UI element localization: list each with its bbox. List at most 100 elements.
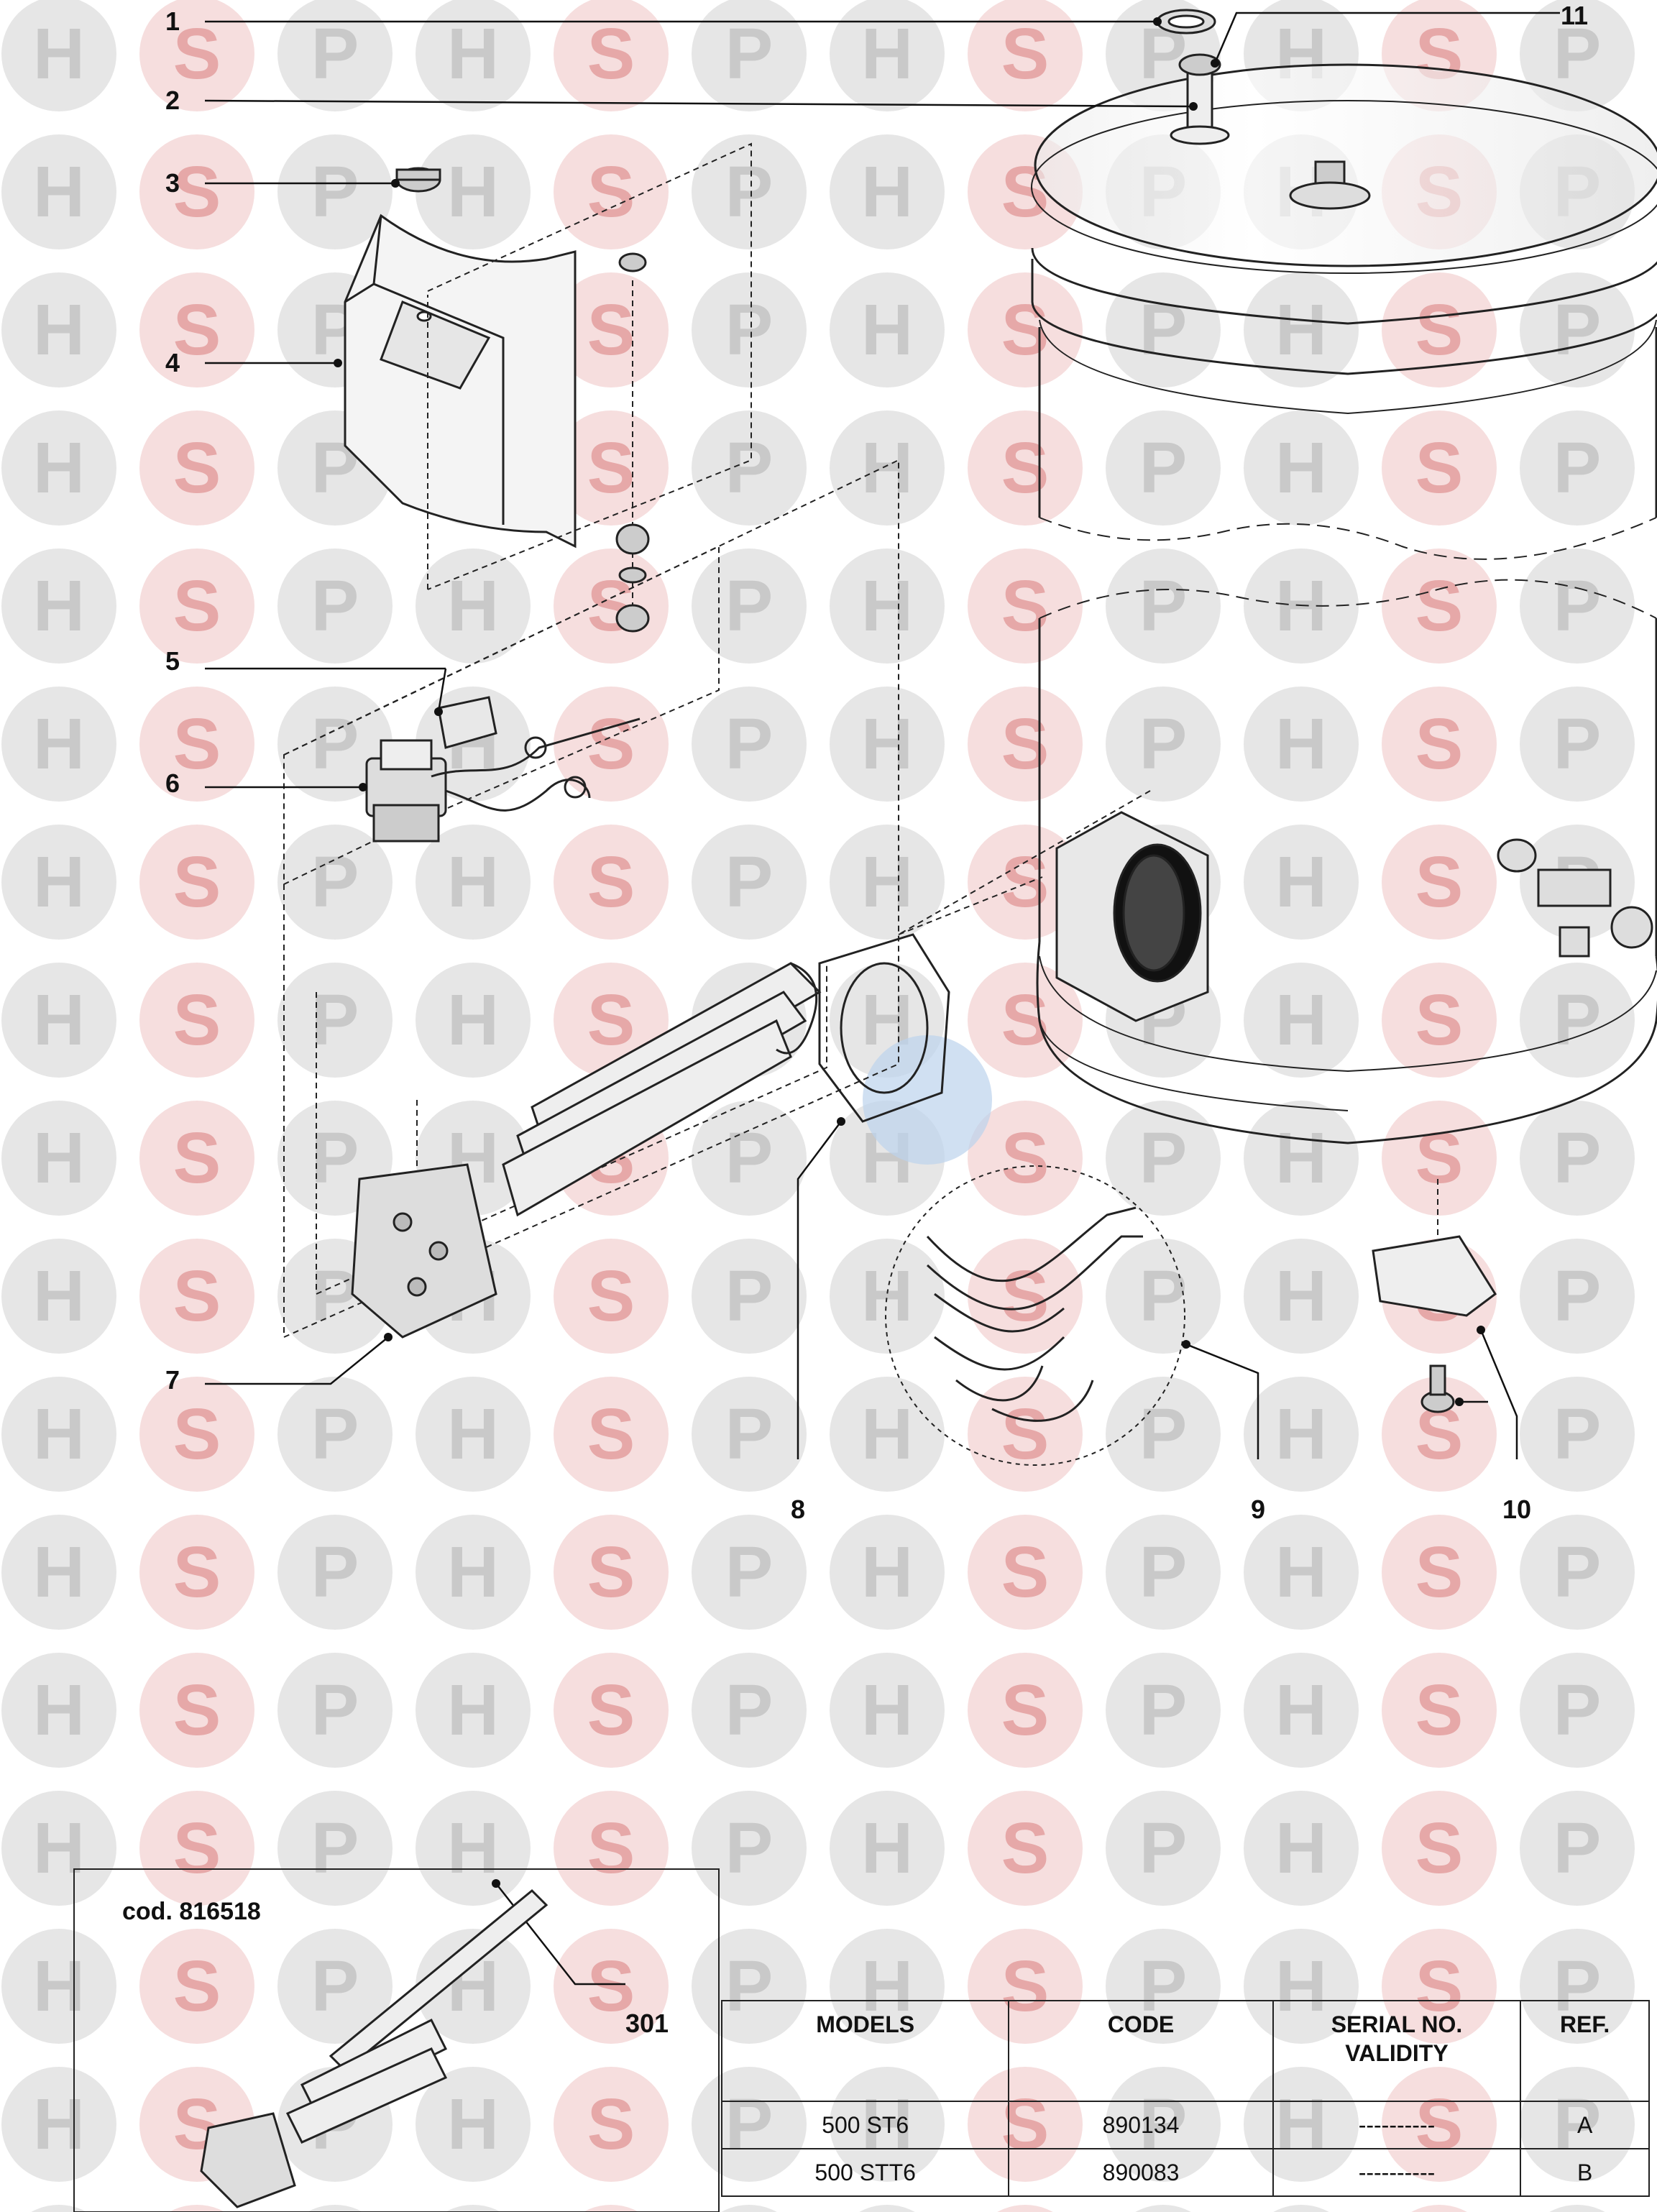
watermark-letter: S bbox=[1415, 980, 1464, 1060]
watermark-letter: P bbox=[1553, 980, 1602, 1060]
watermark-letter: S bbox=[587, 842, 635, 922]
watermark-disc bbox=[1520, 1515, 1635, 1630]
watermark-disc bbox=[1, 549, 116, 664]
watermark-disc bbox=[968, 825, 1083, 940]
watermark-letter: H bbox=[861, 1670, 913, 1750]
watermark-disc bbox=[554, 1515, 669, 1630]
dashed-assembly-lines bbox=[283, 142, 1438, 1339]
watermark-letter: S bbox=[587, 1256, 635, 1336]
part-10-tank-foot bbox=[1372, 1235, 1497, 1413]
watermark-letter: H bbox=[861, 290, 913, 370]
watermark-letter: P bbox=[311, 842, 359, 922]
cell-serial: ---------- bbox=[1272, 2148, 1522, 2197]
watermark-letter: H bbox=[861, 1808, 913, 1889]
watermark-disc bbox=[1382, 1377, 1497, 1492]
watermark-letter: H bbox=[1275, 1394, 1327, 1474]
cell-model: 500 ST6 bbox=[720, 2101, 1010, 2149]
watermark-disc bbox=[830, 1791, 945, 1906]
watermark-letter: P bbox=[1139, 428, 1188, 508]
watermark-disc bbox=[1, 1515, 116, 1630]
watermark-disc bbox=[139, 1653, 254, 1768]
callout-11: 11 bbox=[1560, 1, 1589, 30]
watermark-disc bbox=[554, 2067, 669, 2182]
watermark-letter: P bbox=[725, 1808, 774, 1889]
watermark-disc bbox=[692, 1239, 807, 1354]
watermark-disc bbox=[1135, 2205, 1191, 2212]
watermark-disc bbox=[277, 134, 393, 249]
watermark-disc bbox=[416, 134, 531, 249]
watermark-letter: P bbox=[725, 1394, 774, 1474]
watermark-letter: P bbox=[1139, 1670, 1188, 1750]
watermark-letter: H bbox=[33, 566, 85, 646]
watermark-letter: H bbox=[33, 980, 85, 1060]
watermark-disc bbox=[139, 963, 254, 1078]
watermark-disc bbox=[554, 134, 669, 249]
watermark-disc bbox=[830, 134, 945, 249]
watermark-letter: H bbox=[1275, 1118, 1327, 1198]
watermark-disc bbox=[968, 1791, 1083, 1906]
watermark-letter: S bbox=[173, 1946, 221, 2027]
watermark-letter: H bbox=[33, 704, 85, 784]
watermark-disc bbox=[830, 687, 945, 802]
header-models: MODELS bbox=[720, 2000, 1010, 2102]
watermark-disc bbox=[445, 2205, 501, 2212]
watermark-letter: P bbox=[1553, 1256, 1602, 1336]
models-table: MODELS CODE SERIAL NO.VALIDITY REF. 500 … bbox=[720, 2000, 1650, 2197]
watermark-disc bbox=[968, 1653, 1083, 1768]
watermark-disc bbox=[1520, 1101, 1635, 1216]
watermark-disc bbox=[692, 687, 807, 802]
watermark-disc bbox=[1520, 1653, 1635, 1768]
watermark-disc bbox=[692, 1653, 807, 1768]
watermark-disc bbox=[968, 1377, 1083, 1492]
watermark-disc bbox=[721, 2205, 777, 2212]
watermark-disc bbox=[139, 687, 254, 802]
watermark-disc bbox=[554, 825, 669, 940]
watermark-letter: P bbox=[1139, 1394, 1188, 1474]
watermark-disc bbox=[554, 410, 669, 526]
watermark-letter: H bbox=[447, 1670, 499, 1750]
watermark-disc bbox=[859, 2205, 915, 2212]
watermark-disc bbox=[1244, 272, 1359, 387]
watermark-letter: H bbox=[861, 842, 913, 922]
watermark-disc bbox=[1244, 687, 1359, 802]
watermark-disc bbox=[277, 1929, 393, 2044]
watermark-letter: P bbox=[311, 1394, 359, 1474]
watermark-letter: P bbox=[1139, 704, 1188, 784]
callout-7: 7 bbox=[165, 1365, 180, 1395]
watermark-letter: S bbox=[1001, 290, 1050, 370]
callout-8: 8 bbox=[790, 1495, 806, 1524]
watermark-disc bbox=[830, 549, 945, 664]
watermark-disc bbox=[692, 134, 807, 249]
watermark-disc bbox=[1244, 1791, 1359, 1906]
watermark-disc bbox=[1, 825, 116, 940]
watermark-letter: S bbox=[173, 14, 221, 94]
watermark-letter: P bbox=[311, 1532, 359, 1612]
watermark-letter: S bbox=[587, 428, 635, 508]
watermark-disc bbox=[277, 963, 393, 1078]
watermark-letter: S bbox=[173, 566, 221, 646]
watermark-letter: P bbox=[1553, 1808, 1602, 1889]
watermark-disc bbox=[416, 549, 531, 664]
watermark-disc bbox=[1273, 2205, 1329, 2212]
watermark-letter: S bbox=[1415, 1808, 1464, 1889]
watermark-letter: H bbox=[861, 428, 913, 508]
watermark-letter: P bbox=[311, 1808, 359, 1889]
watermark-letter: P bbox=[1139, 1256, 1188, 1336]
watermark-letter: P bbox=[725, 704, 774, 784]
watermark-disc bbox=[554, 687, 669, 802]
watermark-letter: P bbox=[725, 1532, 774, 1612]
watermark-letter: S bbox=[587, 1808, 635, 1889]
watermark-disc bbox=[830, 272, 945, 387]
watermark-letter: P bbox=[1553, 428, 1602, 508]
watermark-disc bbox=[1520, 1791, 1635, 1906]
nut-stack bbox=[615, 252, 650, 633]
watermark-disc bbox=[1244, 963, 1359, 1078]
watermark-disc bbox=[968, 410, 1083, 526]
watermark-disc bbox=[277, 1653, 393, 1768]
watermark-disc bbox=[416, 1653, 531, 1768]
part-4-terminal-cover bbox=[344, 214, 577, 549]
watermark-letter: S bbox=[1001, 1808, 1050, 1889]
callout-2: 2 bbox=[165, 86, 180, 115]
watermark-disc bbox=[692, 1377, 807, 1492]
